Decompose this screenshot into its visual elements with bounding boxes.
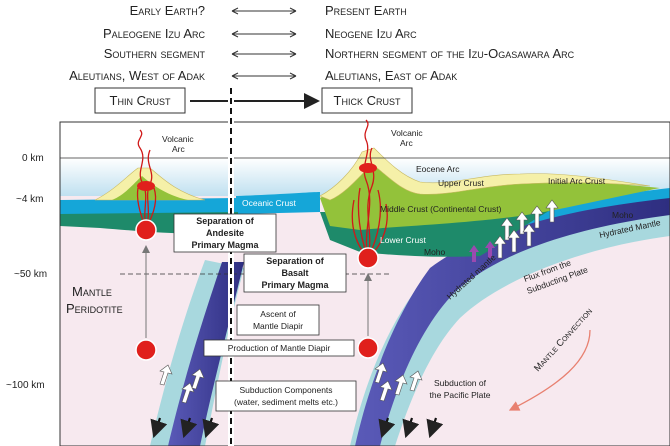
andesite-magma-blob — [135, 219, 157, 241]
ascent-box — [236, 304, 320, 336]
comparison-right-3: Aleutians, East of Adak — [325, 68, 457, 83]
cross-section — [59, 88, 670, 446]
thin-crust-label: Thin Crust — [110, 93, 171, 108]
comparison-left-0: Early Earth? — [130, 3, 205, 18]
subduction-components-label-1: Subduction Components — [239, 385, 332, 395]
oceanic-crust-right — [236, 192, 320, 214]
basalt-magma-blob — [357, 247, 379, 269]
volcanic-arc-left-1: Volcanic — [162, 134, 194, 144]
comparison-left-3: Aleutians, West of Adak — [69, 68, 205, 83]
thick-upper-crust — [319, 147, 651, 201]
comparison-left-2: Southern segment — [104, 46, 206, 61]
flux-arrows-purple — [469, 241, 495, 262]
andesite-label-1: Separation of — [196, 216, 255, 226]
subduction-components-label-2: (water, sediment melts etc.) — [234, 397, 338, 407]
mantle-convection-arrow — [508, 329, 591, 411]
depth-100km: ~100 km — [6, 380, 45, 391]
upper-crust-label: Upper Crust — [438, 178, 484, 188]
magma-chamber-left — [135, 181, 157, 241]
diapir-left — [135, 339, 157, 361]
basalt-box — [243, 253, 347, 293]
middle-crust-label: Middle Crust (Continental Crust) — [380, 204, 502, 214]
subduction-components-box — [215, 380, 357, 412]
volcanic-arc-right-1: Volcanic — [391, 128, 423, 138]
production-label: Production of Mantle Diapir — [228, 343, 331, 353]
ascent-label-1: Ascent of — [260, 309, 296, 319]
basalt-label-1: Separation of — [266, 256, 325, 266]
comparison-right-2: Northern segment of the Izu-Ogasawara Ar… — [325, 46, 575, 61]
depth-50km: ~50 km — [14, 269, 47, 280]
andesite-label-3: Primary Magma — [191, 240, 259, 250]
mantle-label-2: Peridotite — [66, 301, 123, 316]
thick-crust-box — [321, 87, 413, 114]
volcanic-arc-right-2: Arc — [400, 138, 414, 148]
comparison-right-1: Neogene Izu Arc — [325, 26, 417, 41]
comparison-left-1: Paleogene Izu Arc — [103, 26, 205, 41]
thin-crust-box — [94, 87, 186, 114]
mantle-peridotite-label: Mantle Peridotite — [66, 284, 123, 316]
comparison-right-0: Present Earth — [325, 3, 407, 18]
mantle-label-1: Mantle — [72, 284, 112, 299]
thick-crust-label: Thick Crust — [334, 93, 401, 108]
basalt-label-2: Basalt — [281, 268, 308, 278]
depth-4km: ~4 km — [16, 194, 44, 205]
slab-down-arrows — [150, 417, 444, 439]
initial-arc-crust-label: Initial Arc Crust — [548, 176, 606, 186]
volcanic-arc-left-2: Arc — [172, 144, 186, 154]
andesite-box — [173, 213, 277, 253]
slab-up-arrows — [159, 362, 423, 404]
lower-crust-label: Lower Crust — [380, 235, 426, 245]
subduction-pacific-label-1: Subduction of — [434, 378, 487, 388]
magma-chamber-right — [357, 163, 379, 269]
double-arrows — [231, 7, 297, 80]
flux-arrows — [493, 199, 559, 259]
oceanic-crust-left — [60, 198, 238, 216]
moho-left-label: Moho — [424, 247, 446, 257]
oceanic-crust-slab — [480, 188, 670, 238]
basalt-label-3: Primary Magma — [261, 280, 329, 290]
diapir-right — [357, 337, 379, 359]
depth-labels: 0 km ~4 km ~50 km ~100 km — [6, 153, 47, 391]
subduction-pacific-label-2: the Pacific Plate — [430, 390, 491, 400]
andesite-label-2: Andesite — [206, 228, 244, 238]
thick-middle-crust — [320, 152, 660, 230]
ascent-label-2: Mantle Diapir — [253, 321, 303, 331]
eocene-arc-label: Eocene Arc — [416, 164, 460, 174]
production-box — [203, 339, 355, 357]
section-frame — [59, 121, 670, 446]
moho-right-label: Moho — [612, 210, 634, 220]
comparison-table: Early Earth? Present Earth Paleogene Izu… — [69, 3, 575, 83]
depth-0km: 0 km — [22, 153, 44, 164]
oceanic-crust-label: Oceanic Crust — [242, 198, 296, 208]
